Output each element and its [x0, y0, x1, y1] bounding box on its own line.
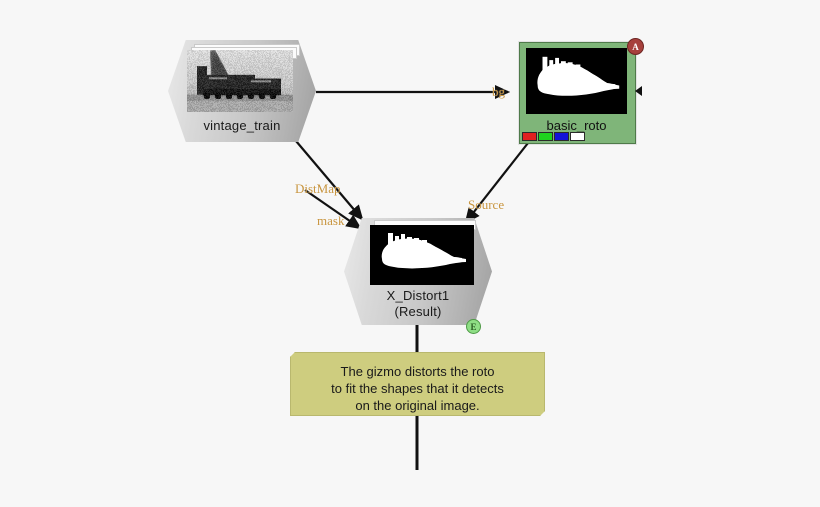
node-vintage-train[interactable]: vintage_train: [168, 40, 316, 142]
channel-swatch-red[interactable]: [522, 132, 537, 141]
node-x-distort1[interactable]: X_Distort1 (Result) E: [344, 218, 492, 325]
node-thumbnail-basic-roto[interactable]: [526, 48, 627, 114]
channel-swatches[interactable]: [522, 132, 585, 141]
wire-label-source: Source: [468, 197, 504, 213]
node-label-vintage-train: vintage_train: [168, 118, 316, 134]
wire-label-mask: mask: [317, 213, 344, 229]
channel-swatch-green[interactable]: [538, 132, 553, 141]
wire-label-bg: bg: [492, 84, 505, 100]
sticky-note-line-1: The gizmo distorts the roto: [305, 363, 530, 380]
sticky-note[interactable]: The gizmo distorts the roto to fit the s…: [290, 352, 545, 416]
sticky-note-line-2: to fit the shapes that it detects: [305, 380, 530, 397]
node-thumbnail-vintage-train[interactable]: [187, 50, 293, 112]
node-thumbnail-x-distort1[interactable]: [370, 225, 474, 285]
node-label-x-distort1-line1: X_Distort1: [344, 288, 492, 304]
sticky-note-line-3: on the original image.: [305, 397, 530, 414]
badge-a-icon[interactable]: A: [627, 38, 644, 55]
node-label-x-distort1-line2: (Result): [344, 304, 492, 320]
wire-label-distmap: DistMap: [295, 181, 341, 197]
wire-train-to-distmap[interactable]: [296, 141, 362, 219]
badge-e-icon[interactable]: E: [466, 319, 481, 334]
node-label-basic-roto: basic_roto: [519, 118, 634, 133]
channel-swatch-blue[interactable]: [554, 132, 569, 141]
node-basic-roto[interactable]: basic_roto A: [519, 42, 634, 142]
left-triangle-icon[interactable]: [635, 86, 642, 96]
channel-swatch-alpha[interactable]: [570, 132, 585, 141]
